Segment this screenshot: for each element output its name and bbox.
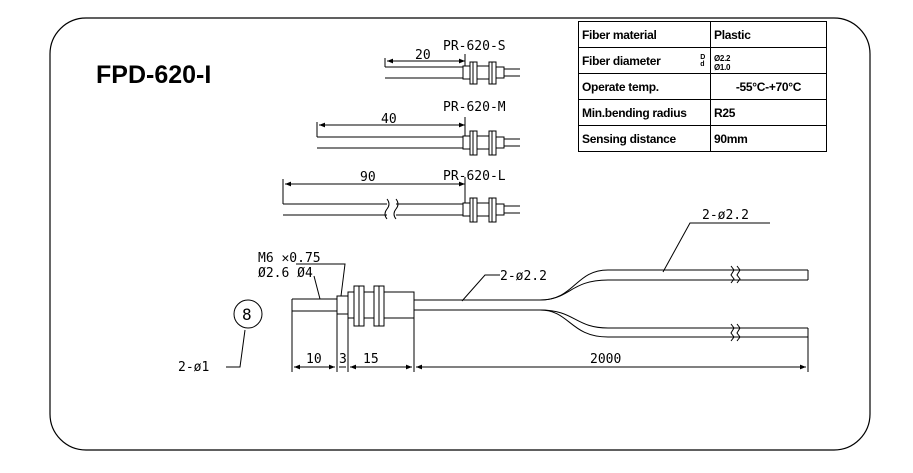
inner-diameter-value: Ø1.0	[714, 62, 731, 72]
dim-3: 3	[339, 352, 347, 367]
inner-diameter-mark: d	[700, 60, 705, 68]
dim-10: 10	[306, 352, 322, 367]
variant-s-drawing	[384, 54, 520, 85]
spec-label: Fiber diameter	[582, 53, 661, 68]
cable-label: 2-ø2.2	[500, 269, 547, 284]
dim-2000: 2000	[590, 352, 621, 367]
variant-s-name: PR-620-S	[443, 39, 506, 54]
variant-l-length: 90	[360, 170, 376, 185]
spec-value: Plastic	[710, 21, 827, 48]
spec-row: Fiber diameter D d Ø2.2 Ø1.0	[578, 47, 827, 74]
main-sensor-drawing	[226, 222, 809, 372]
spec-row: Fiber material Plastic	[578, 21, 827, 48]
end-symbol: 8	[242, 305, 252, 324]
variant-m-drawing	[316, 117, 520, 156]
spec-table: Fiber material Plastic Fiber diameter D …	[578, 21, 827, 152]
spec-row: Sensing distance 90mm	[578, 125, 827, 152]
tip-diameter-label: Ø2.6 Ø4	[258, 266, 313, 281]
branch-label: 2-ø2.2	[702, 208, 749, 223]
variant-m-name: PR-620-M	[443, 100, 506, 115]
thread-label: M6 ✕0.75	[258, 251, 321, 266]
variant-l-name: PR-620-L	[443, 169, 506, 184]
model-title: FPD-620-I	[96, 61, 211, 89]
spec-value: R25	[710, 99, 827, 126]
diameter-marks: D d	[700, 54, 705, 68]
spec-value: 90mm	[710, 125, 827, 152]
variant-l-drawing	[282, 177, 520, 223]
spec-label: Fiber material	[578, 21, 711, 48]
spec-value-cell: Ø2.2 Ø1.0	[710, 47, 827, 74]
variant-m-length: 40	[381, 112, 397, 127]
outer-diameter-value: Ø2.2	[714, 53, 731, 63]
dim-15: 15	[363, 352, 379, 367]
spec-label: Min.bending radius	[578, 99, 711, 126]
end-diameter-label: 2-ø1	[178, 360, 209, 375]
drawing-frame	[49, 17, 871, 451]
spec-label: Operate temp.	[578, 73, 711, 100]
spec-label-cell: Fiber diameter D d	[578, 47, 711, 74]
spec-row: Operate temp. -55°C-+70°C	[578, 73, 827, 100]
outer-diameter-mark: D	[700, 53, 705, 61]
spec-row: Min.bending radius R25	[578, 99, 827, 126]
spec-label: Sensing distance	[578, 125, 711, 152]
variant-s-length: 20	[415, 48, 431, 63]
spec-value: -55°C-+70°C	[710, 73, 827, 100]
